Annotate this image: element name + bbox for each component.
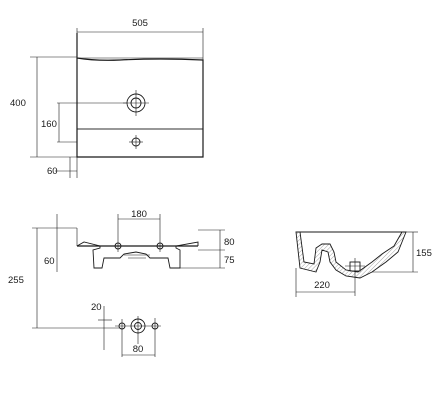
dim-60-top-label: 60 [47, 166, 58, 177]
dim-20-label: 20 [91, 302, 102, 313]
front-view: 180 60 255 80 75 20 80 [8, 209, 235, 357]
dim-400-label: 400 [10, 98, 26, 109]
dim-505-label: 505 [132, 18, 148, 29]
top-view-outline [76, 33, 204, 158]
dim-160-label: 160 [41, 119, 57, 130]
top-view-tap-deck [76, 128, 204, 158]
dim-75-label: 75 [224, 255, 235, 266]
dim-80-bottom-label: 80 [133, 344, 144, 355]
top-view: 505 400 160 60 [10, 18, 204, 178]
dim-60-front-label: 60 [44, 256, 55, 267]
dim-180-label: 180 [131, 209, 147, 220]
front-view-body [76, 241, 199, 269]
dim-155-label: 155 [416, 248, 432, 259]
dim-255-label: 255 [8, 275, 24, 286]
dim-220-label: 220 [314, 280, 330, 291]
dim-80-label: 80 [224, 237, 235, 248]
side-view: 155 220 [295, 231, 432, 297]
